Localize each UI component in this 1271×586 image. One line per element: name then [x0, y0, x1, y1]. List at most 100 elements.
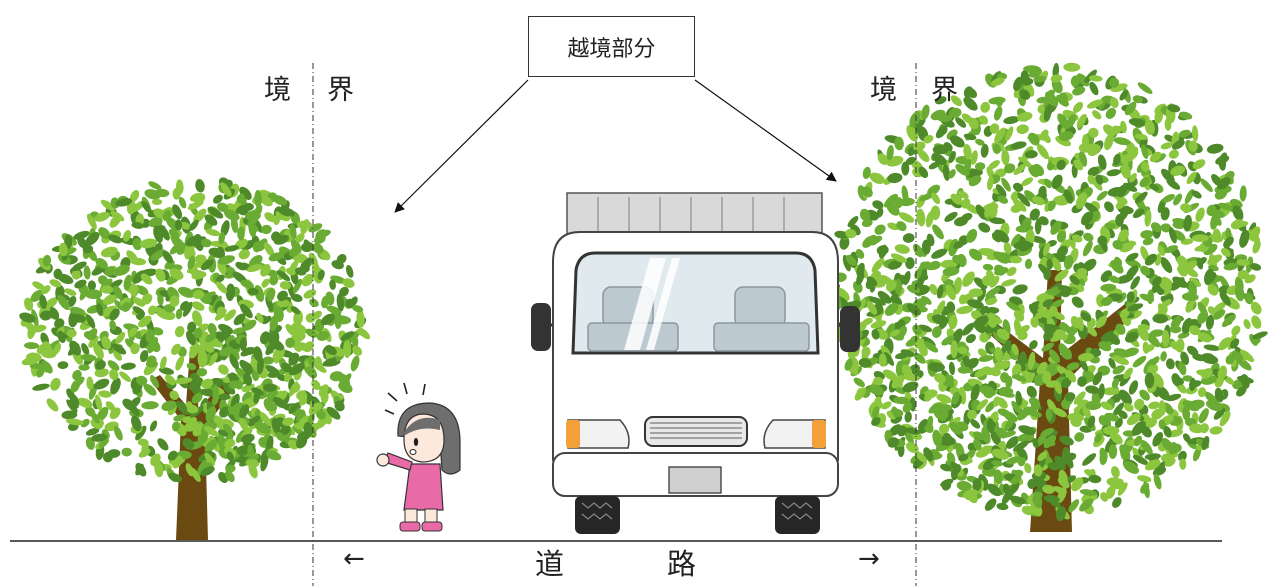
leaf [1160, 223, 1172, 233]
leaf [285, 324, 298, 337]
leaf [905, 257, 915, 270]
leaf [200, 238, 212, 248]
leaf [339, 286, 349, 297]
leaf [1110, 260, 1124, 274]
leaf [945, 284, 956, 301]
leaf [929, 283, 938, 296]
leaf [1088, 127, 1099, 138]
leaf [1106, 477, 1125, 488]
leaf [942, 164, 951, 181]
leaf [962, 271, 975, 287]
leaf [132, 306, 146, 316]
leaf [303, 289, 317, 299]
leaf [318, 384, 329, 397]
leaf [1045, 408, 1053, 421]
leaf [1201, 435, 1210, 451]
leaf [956, 305, 974, 315]
leaf [168, 472, 182, 483]
leaf [1064, 392, 1076, 402]
leaf [298, 342, 309, 352]
leaf [1179, 458, 1187, 470]
leaf [1084, 469, 1096, 477]
leaf [138, 315, 152, 328]
leaf [876, 245, 889, 256]
leaf [256, 356, 264, 375]
leaf [1036, 144, 1049, 160]
leaf [1021, 78, 1034, 86]
leaf [325, 291, 335, 306]
leaf [260, 264, 271, 277]
leaf [1095, 174, 1104, 185]
leaf [160, 356, 167, 370]
leaf [263, 242, 275, 257]
leaf [356, 309, 365, 328]
leaf [223, 424, 233, 434]
leaf [185, 235, 202, 247]
leaf [1236, 259, 1250, 266]
leaf [149, 340, 161, 353]
leaf [1192, 353, 1206, 362]
leaf [93, 378, 110, 390]
leaf [1100, 296, 1113, 306]
leaf [1034, 308, 1049, 320]
leaf [162, 209, 172, 222]
leaf [870, 320, 887, 329]
leaf [1027, 478, 1037, 489]
leaf [279, 426, 291, 436]
leaf [240, 303, 253, 319]
leaf [905, 442, 919, 453]
left-wheel [575, 496, 620, 534]
leaf [1182, 400, 1200, 412]
leaf [148, 216, 163, 228]
leaf [1056, 245, 1069, 258]
leaf [1076, 113, 1087, 128]
leaf [1013, 310, 1025, 322]
leaf [261, 224, 272, 235]
leaf [256, 312, 264, 324]
leaf [1015, 390, 1023, 406]
leaf [144, 189, 161, 200]
leaf [1109, 77, 1120, 88]
road-arrow-left: ← [343, 544, 365, 574]
leaf [329, 279, 336, 290]
leaf [36, 368, 45, 378]
leaf [1180, 351, 1190, 365]
leaf [1056, 159, 1066, 171]
leaf [262, 383, 278, 392]
leaf [296, 390, 308, 401]
leaf [41, 360, 53, 374]
leaf [254, 421, 271, 434]
leaf [326, 406, 341, 420]
leaf [252, 241, 262, 253]
leaf [305, 365, 318, 379]
leaf [1104, 412, 1120, 422]
leaf [101, 336, 112, 350]
right-tree-foliage [830, 62, 1268, 522]
leaf [897, 325, 908, 339]
leaf [1024, 150, 1038, 159]
leaf [1063, 254, 1074, 270]
leaf [136, 285, 149, 296]
leaf [247, 444, 255, 459]
leaf [973, 438, 982, 451]
leaf [918, 261, 931, 271]
leaf [85, 314, 96, 329]
leaf [1140, 265, 1151, 276]
leaf [1164, 245, 1178, 254]
leaf [1196, 256, 1207, 266]
leaf [1134, 435, 1143, 447]
leaf [1087, 166, 1100, 177]
leaf [114, 264, 130, 276]
leaf [955, 117, 967, 128]
leaf [276, 270, 291, 282]
leaf [853, 377, 866, 388]
leaf [982, 263, 994, 271]
leaf [57, 294, 70, 311]
leaf [965, 87, 978, 99]
leaf [1071, 234, 1083, 243]
leaf [993, 106, 1003, 121]
leaf [107, 360, 120, 371]
leaf [232, 327, 247, 335]
leaf [1152, 276, 1162, 288]
leaf [1128, 173, 1137, 183]
